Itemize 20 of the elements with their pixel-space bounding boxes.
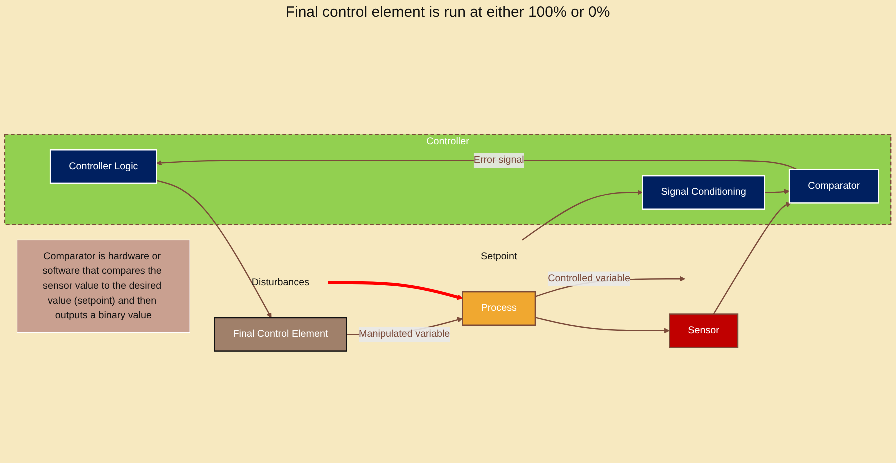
arrow: [764, 189, 790, 195]
node-text: Setpoint: [481, 251, 518, 262]
arrow: [713, 202, 792, 315]
arrow: [156, 160, 798, 170]
node-box: Controller Logic: [50, 150, 158, 184]
node-text: Disturbances: [252, 277, 310, 288]
node-box: Comparator is hardware or software that compares the sensor value to the desired value (setpoint) and then outputs a binary value: [16, 240, 190, 334]
arrow: [522, 190, 644, 241]
edge-label: Manipulated variable: [359, 329, 450, 340]
node-box: Process: [462, 291, 536, 326]
arrow: [156, 180, 272, 318]
node-box: Signal Conditioning: [642, 175, 766, 210]
edge-label: Controlled variable: [548, 274, 630, 284]
note-text: Final control element is run at either 100% or 0%: [286, 4, 610, 21]
node-box: Sensor: [669, 314, 739, 348]
edge-label: Error signal: [474, 155, 524, 166]
node-box: Comparator: [788, 169, 880, 204]
arrow: [328, 281, 464, 300]
arrow: [535, 317, 670, 334]
node-box: Final Control Element: [214, 317, 348, 352]
